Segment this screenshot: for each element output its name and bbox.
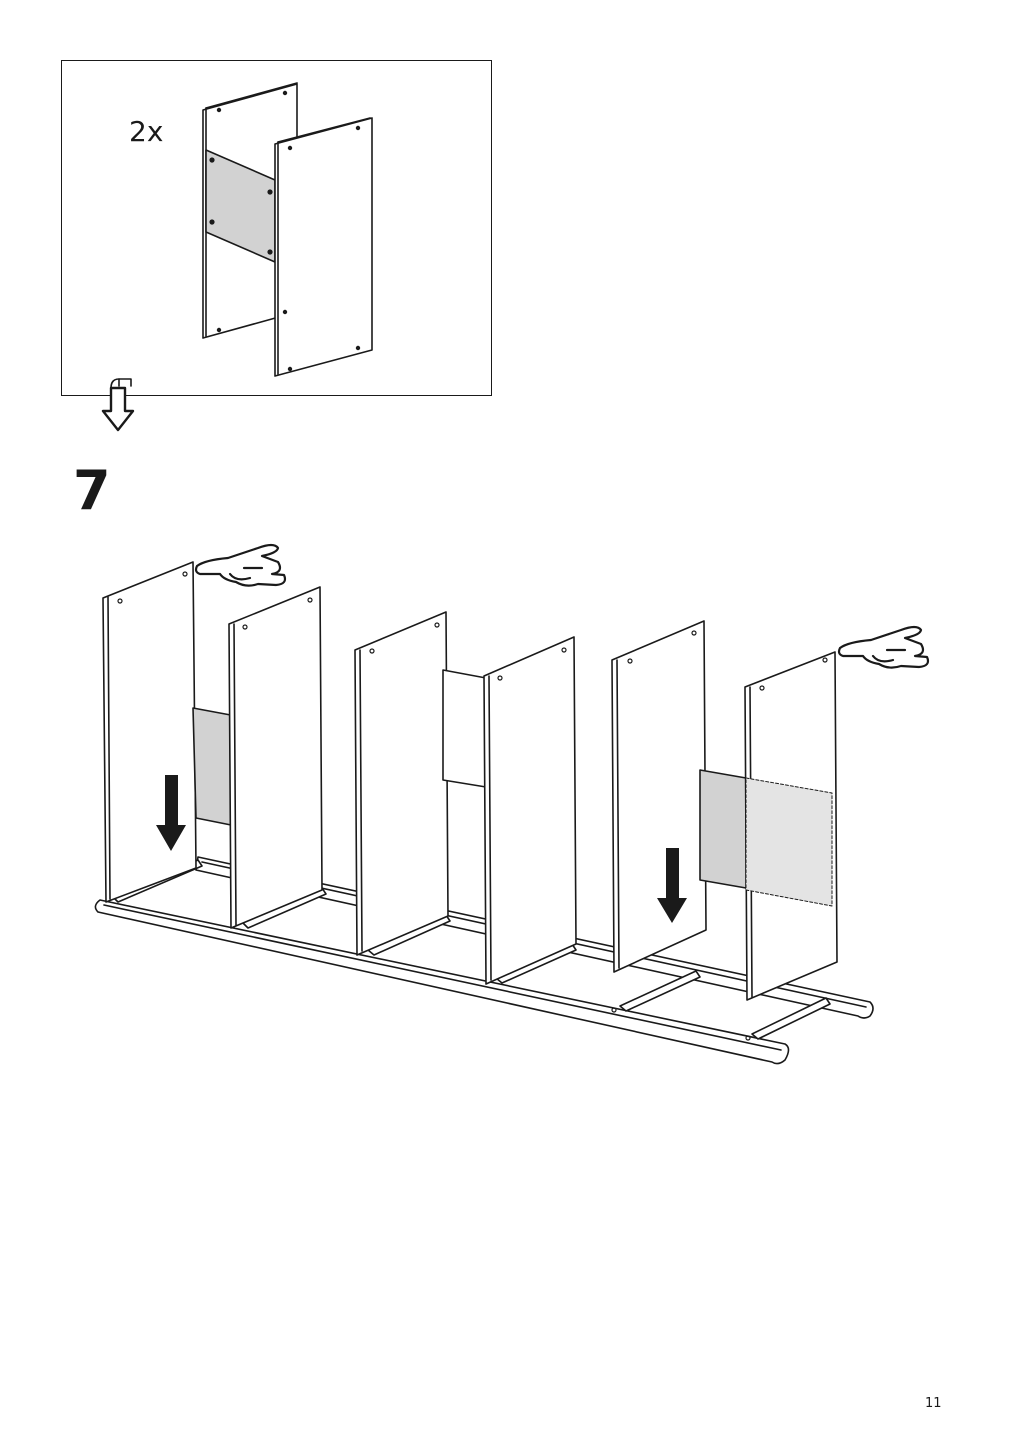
side-panel-5 <box>611 620 707 973</box>
connector-plate-b <box>442 669 487 788</box>
side-panel-3 <box>354 611 449 956</box>
connector-plate-c <box>699 769 747 889</box>
side-panel-1 <box>102 561 197 903</box>
connector-plate-c-hidden <box>745 777 833 907</box>
quantity-label: 2x <box>129 115 164 148</box>
pointing-hand-icon <box>837 625 930 669</box>
detail-panel-assembly <box>202 82 373 377</box>
detail-callout-box <box>61 60 492 396</box>
page-number: 11 <box>925 1396 942 1411</box>
panel-holes <box>117 571 828 1041</box>
push-down-arrow-icon <box>156 775 687 923</box>
pointing-hand-icon <box>194 543 287 587</box>
step-number: 7 <box>73 459 111 522</box>
side-panel-2 <box>228 586 323 929</box>
side-panel-4 <box>483 636 577 985</box>
front-panel <box>274 117 373 377</box>
flow-arrow-icon <box>101 378 135 432</box>
